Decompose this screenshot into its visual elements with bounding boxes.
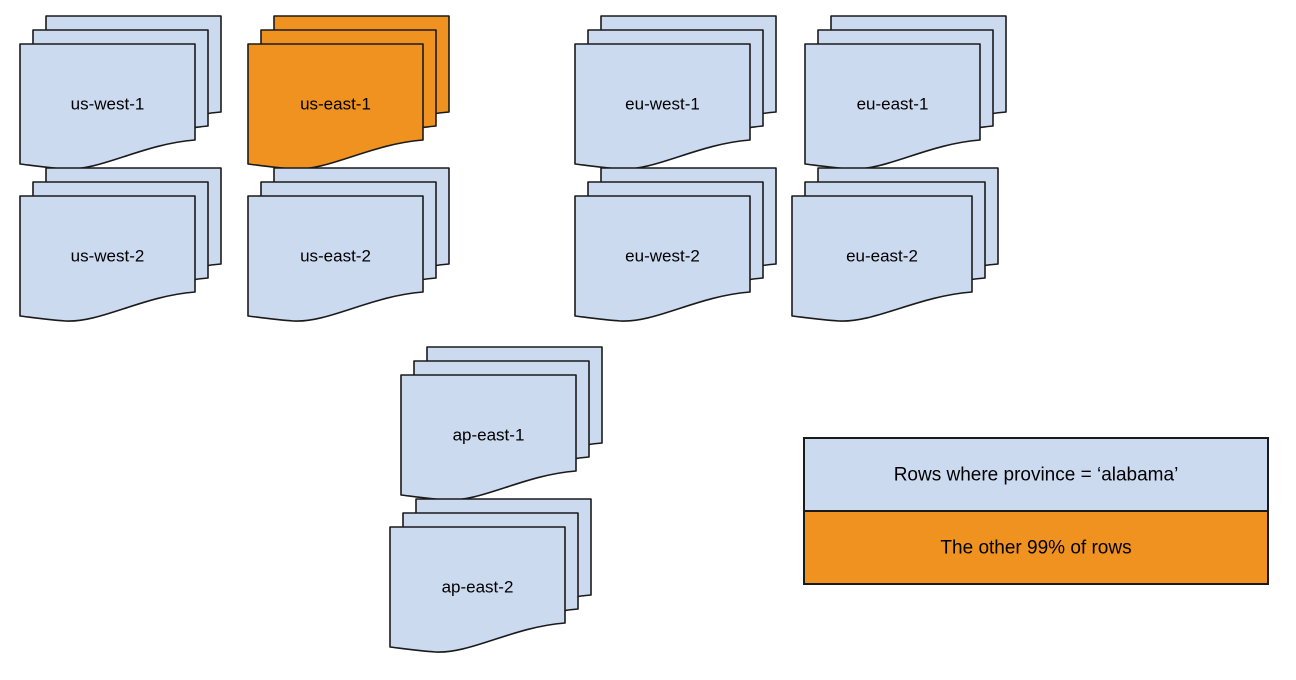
document-sheet-front [574, 195, 751, 322]
document-stack-us-east-2[interactable]: us-east-2 [247, 167, 450, 322]
stack-label-us-west-2: us-west-2 [71, 246, 145, 265]
stack-label-eu-west-1: eu-west-1 [625, 94, 700, 113]
document-stack-us-west-1[interactable]: us-west-1 [19, 15, 222, 170]
legend-label-legend-orange: The other 99% of rows [940, 538, 1131, 559]
legend-label-legend-blue: Rows where province = ‘alabama’ [894, 465, 1179, 486]
stack-label-eu-west-2: eu-west-2 [625, 246, 700, 265]
legend-row-legend-orange: The other 99% of rows [803, 510, 1269, 585]
stack-label-ap-east-2: ap-east-2 [442, 577, 514, 596]
legend-row-legend-blue: Rows where province = ‘alabama’ [803, 437, 1269, 512]
document-stack-eu-west-2[interactable]: eu-west-2 [574, 167, 777, 322]
stack-label-us-east-2: us-east-2 [300, 246, 371, 265]
document-stack-us-west-2[interactable]: us-west-2 [19, 167, 222, 322]
document-stacks-layer: us-west-1 us-east-1 eu-west-1 eu-east-1 us-w… [19, 15, 1007, 653]
document-sheet-front [791, 195, 973, 322]
document-sheet-front [247, 195, 424, 322]
document-sheet-front [19, 195, 196, 322]
document-stack-us-east-1[interactable]: us-east-1 [247, 15, 450, 170]
document-sheet-front [389, 526, 566, 653]
stack-label-eu-east-2: eu-east-2 [846, 246, 918, 265]
document-stack-ap-east-2[interactable]: ap-east-2 [389, 498, 592, 653]
document-stack-eu-east-2[interactable]: eu-east-2 [791, 167, 999, 322]
legend-swatch-blue [803, 437, 1269, 512]
stack-label-eu-east-1: eu-east-1 [857, 94, 929, 113]
stack-label-us-west-1: us-west-1 [71, 94, 145, 113]
legend: Rows where province = ‘alabama’ The other… [803, 437, 1269, 585]
document-stack-ap-east-1[interactable]: ap-east-1 [400, 346, 603, 501]
stack-label-ap-east-1: ap-east-1 [453, 425, 525, 444]
legend-swatch-orange [803, 510, 1269, 585]
document-stack-eu-east-1[interactable]: eu-east-1 [804, 15, 1007, 170]
stack-label-us-east-1: us-east-1 [300, 94, 371, 113]
document-stack-eu-west-1[interactable]: eu-west-1 [574, 15, 777, 170]
